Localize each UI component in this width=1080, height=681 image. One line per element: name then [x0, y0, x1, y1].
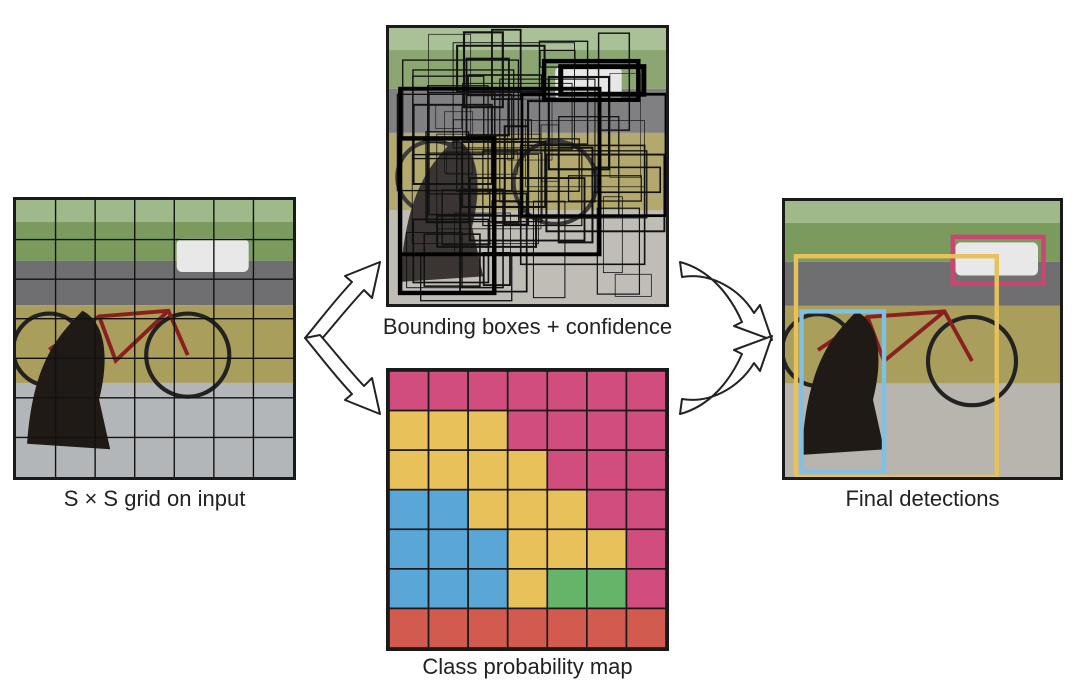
class-cell-dog [468, 529, 508, 569]
class-cell-dog [429, 569, 469, 609]
class-cell-bicycle [508, 569, 548, 609]
candidate-box [436, 105, 462, 129]
class-cell-ground [389, 608, 429, 648]
class-cell-ground [429, 608, 469, 648]
class-cell-car [429, 371, 469, 411]
class-cell-other [547, 569, 587, 609]
arrow-from-classmap [680, 336, 772, 414]
class-cell-bicycle [389, 411, 429, 451]
arrow-to-classmap [305, 335, 380, 414]
class-cell-ground [587, 608, 627, 648]
class-cell-car [389, 371, 429, 411]
detection-box-dog [802, 311, 885, 471]
class-probability-panel [386, 368, 669, 651]
candidate-boxes-overlay [389, 28, 666, 304]
candidate-box [559, 148, 593, 243]
class-cell-dog [468, 569, 508, 609]
class-cell-car [587, 371, 627, 411]
class-cell-bicycle [508, 490, 548, 530]
class-cell-car [626, 411, 666, 451]
class-cell-car [626, 529, 666, 569]
class-cell-ground [626, 608, 666, 648]
input-grid-panel [13, 197, 296, 480]
class-probability-caption: Class probability map [350, 654, 705, 680]
class-cell-car [587, 490, 627, 530]
bounding-boxes-panel [386, 25, 669, 307]
class-cell-car [587, 411, 627, 451]
input-grid-caption: S × S grid on input [13, 486, 296, 512]
class-cell-bicycle [508, 529, 548, 569]
class-cell-car [547, 411, 587, 451]
bounding-boxes-caption: Bounding boxes + confidence [330, 314, 725, 340]
candidate-box [412, 154, 538, 243]
class-cell-bicycle [547, 529, 587, 569]
class-cell-bicycle [468, 490, 508, 530]
class-cell-car [547, 450, 587, 490]
class-cell-bicycle [429, 411, 469, 451]
class-cell-car [508, 411, 548, 451]
candidate-box [461, 189, 503, 287]
class-cell-car [626, 490, 666, 530]
candidate-box [457, 46, 544, 92]
final-detections-panel [782, 198, 1063, 480]
class-cell-dog [429, 490, 469, 530]
class-cell-bicycle [547, 490, 587, 530]
class-cell-bicycle [389, 450, 429, 490]
class-cell-bicycle [468, 450, 508, 490]
class-cell-dog [389, 529, 429, 569]
detections-overlay [785, 201, 1060, 477]
class-cell-dog [389, 569, 429, 609]
candidate-box [610, 73, 640, 177]
detection-box-bicycle [796, 256, 997, 477]
class-probability-grid [389, 371, 666, 648]
class-cell-dog [429, 529, 469, 569]
candidate-box [407, 233, 463, 288]
grid-overlay [16, 200, 293, 477]
class-cell-ground [508, 608, 548, 648]
candidate-box [521, 145, 645, 264]
candidate-box [424, 234, 480, 286]
class-cell-car [468, 371, 508, 411]
class-cell-dog [389, 490, 429, 530]
candidate-box [595, 167, 660, 192]
final-detections-caption: Final detections [782, 486, 1063, 512]
class-cell-car [626, 371, 666, 411]
class-cell-car [626, 450, 666, 490]
class-cell-bicycle [429, 450, 469, 490]
class-cell-bicycle [508, 450, 548, 490]
class-cell-car [626, 569, 666, 609]
class-cell-car [547, 371, 587, 411]
class-cell-ground [468, 608, 508, 648]
class-cell-ground [547, 608, 587, 648]
class-cell-other [587, 569, 627, 609]
candidate-box [599, 33, 630, 130]
class-cell-bicycle [587, 529, 627, 569]
class-cell-car [587, 450, 627, 490]
class-cell-car [508, 371, 548, 411]
candidate-box [615, 274, 651, 296]
class-cell-bicycle [468, 411, 508, 451]
